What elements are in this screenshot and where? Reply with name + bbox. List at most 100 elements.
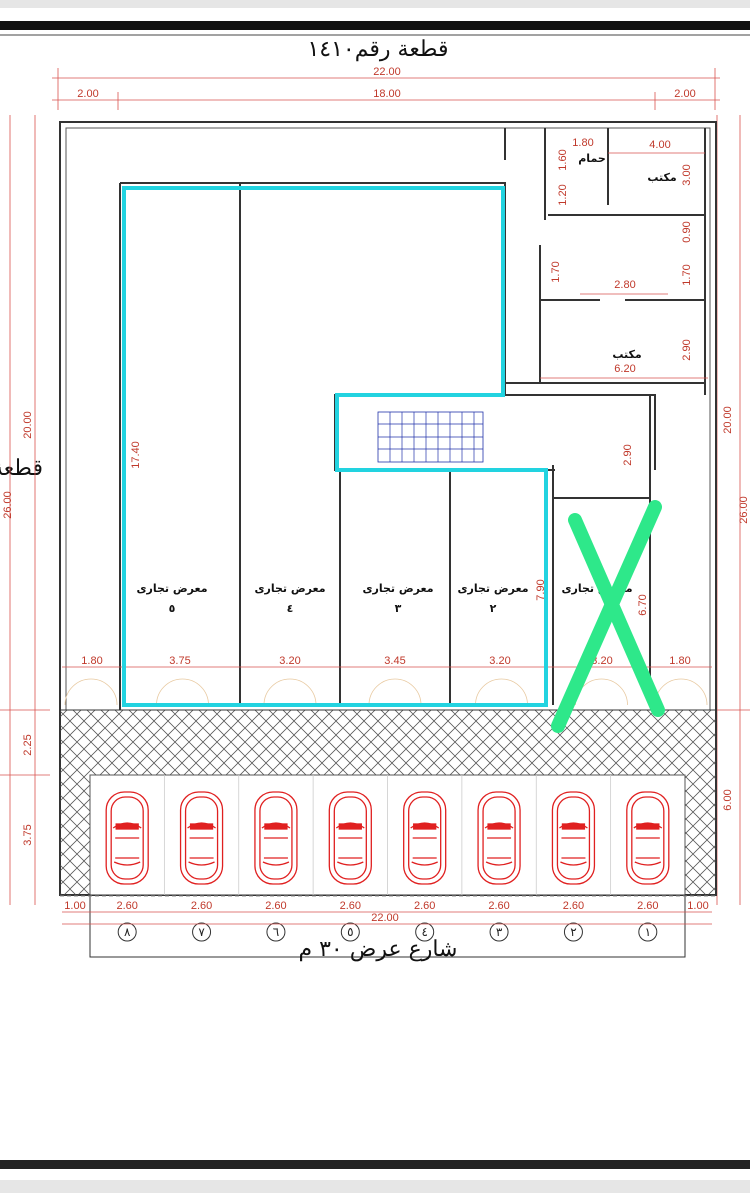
svg-text:17.40: 17.40	[130, 441, 142, 469]
svg-text:3.45: 3.45	[384, 655, 405, 667]
parking-number-circle	[266, 922, 286, 942]
parking-slots: 2.60 ٨ 2.60 ٧ 2.60 ٦ 2.60 ٥ 2.60 ٤ 2.60 ٣ 2.60 ٢ 2.60 ١	[105, 775, 670, 942]
parking-left-dim: 1.00	[64, 900, 85, 912]
svg-text:1.20: 1.20	[557, 184, 569, 205]
shop-walls	[119, 182, 651, 710]
svg-text:3.20: 3.20	[279, 655, 300, 667]
room-office1-label: مكتب	[647, 171, 676, 184]
parking-right-dim: 1.00	[687, 900, 708, 912]
svg-text:1.80: 1.80	[81, 655, 102, 667]
parking-number-circle	[563, 922, 583, 942]
svg-text:6.00: 6.00	[722, 789, 734, 810]
door-swing	[475, 678, 528, 706]
svg-text:22.00: 22.00	[373, 66, 401, 78]
shop-4-label: معرض تجارى	[254, 582, 325, 595]
parking-slot-width: 2.60	[116, 900, 137, 912]
shop-2-label: معرض تجارى	[457, 582, 528, 595]
shop-2-number: ٢	[490, 602, 497, 615]
highlight-outline	[122, 186, 548, 707]
svg-text:18.00: 18.00	[373, 88, 401, 100]
top-band	[0, 0, 750, 8]
svg-text:20.00: 20.00	[722, 406, 734, 434]
shop-4-number: ٤	[287, 602, 294, 615]
parking-slot-width: 2.60	[191, 900, 212, 912]
shop-5-number: ٥	[169, 602, 176, 615]
svg-text:3.20: 3.20	[489, 655, 510, 667]
shop-3-number: ٣	[395, 602, 402, 615]
door-swing	[368, 678, 422, 706]
right-total-dim: 26.00	[738, 496, 750, 524]
svg-text:6.20: 6.20	[614, 363, 635, 375]
parking-slot-width: 2.60	[265, 900, 286, 912]
parking-number-circle	[489, 922, 509, 942]
parking-number-circle	[192, 922, 212, 942]
car-icon	[105, 791, 149, 885]
parking-number: ٣	[496, 925, 503, 939]
parking-number-circle	[415, 922, 435, 942]
top-border	[0, 21, 750, 30]
parking-number: ٢	[570, 925, 576, 939]
door-swing	[654, 678, 708, 706]
parking-number: ٧	[198, 925, 205, 939]
svg-text:2.00: 2.00	[77, 88, 98, 100]
parking-number: ٤	[421, 925, 427, 939]
shop-width-dimensions: 1.80 3.75 3.20 3.45 3.20 3.20 1.80	[62, 655, 712, 668]
svg-text:2.25: 2.25	[22, 734, 34, 755]
shop-doors	[64, 678, 708, 706]
svg-text:0.90: 0.90	[681, 221, 693, 242]
svg-text:3.00: 3.00	[681, 164, 693, 185]
plot-title: قطعة رقم١٤١٠	[307, 37, 448, 62]
parking-total-dim: 22.00	[371, 912, 399, 924]
car-icon	[477, 791, 521, 885]
svg-text:3.75: 3.75	[169, 655, 190, 667]
side-plot-label: قطعة	[0, 456, 43, 481]
svg-text:20.00: 20.00	[22, 411, 34, 439]
car-icon	[328, 791, 372, 885]
parking-number: ٥	[347, 925, 353, 939]
svg-text:3.20: 3.20	[591, 655, 612, 667]
office-walls	[504, 128, 706, 470]
shop-labels: معرض تجارى ٥ معرض تجارى ٤ معرض تجارى ٣ م…	[136, 582, 632, 615]
parking-number: ٨	[124, 925, 131, 939]
parking-number: ٦	[273, 925, 279, 939]
parking-slot-width: 2.60	[563, 900, 584, 912]
svg-text:2.90: 2.90	[681, 339, 693, 360]
parking-number-circle	[638, 922, 658, 942]
room-bath-label: حمام	[578, 152, 606, 165]
svg-text:26.00: 26.00	[2, 491, 14, 519]
street-label: شارع عرض ٣٠ م	[298, 937, 457, 962]
car-icon	[626, 791, 670, 885]
svg-text:3.75: 3.75	[22, 824, 34, 845]
svg-text:6.70: 6.70	[637, 594, 649, 615]
car-icon	[179, 791, 224, 885]
car-icon	[254, 791, 298, 885]
car-icon	[403, 791, 447, 885]
svg-text:2.00: 2.00	[674, 88, 695, 100]
svg-text:2.90: 2.90	[622, 444, 634, 465]
staircase	[377, 411, 484, 463]
parking-slot-width: 2.60	[488, 900, 509, 912]
door-swing	[156, 678, 209, 706]
parking-slot-width: 2.60	[340, 900, 361, 912]
svg-text:4.00: 4.00	[649, 139, 670, 151]
svg-text:1.80: 1.80	[669, 655, 690, 667]
top-dimensions: 22.00 18.00 2.00 2.00	[52, 66, 720, 110]
car-icon	[551, 791, 596, 885]
office-dimensions: 1.80 1.60 1.20 4.00 3.00 0.90 1.70 1.70 …	[130, 137, 708, 616]
door-swing	[64, 678, 118, 706]
bottom-border	[0, 1160, 750, 1169]
parking-slot-width: 2.60	[637, 900, 658, 912]
x-mark-icon	[551, 500, 665, 733]
svg-text:1.60: 1.60	[557, 149, 569, 170]
room-office2-label: مكتب	[612, 348, 641, 361]
parking-number-circle	[117, 922, 137, 942]
door-swing	[263, 678, 317, 706]
parking-slot-width: 2.60	[414, 900, 435, 912]
parking-number-circle	[340, 922, 360, 942]
svg-text:1.80: 1.80	[572, 137, 593, 149]
svg-text:1.70: 1.70	[550, 261, 562, 282]
parking-number: ١	[645, 925, 651, 939]
svg-text:2.80: 2.80	[614, 279, 635, 291]
svg-text:1.70: 1.70	[681, 264, 693, 285]
